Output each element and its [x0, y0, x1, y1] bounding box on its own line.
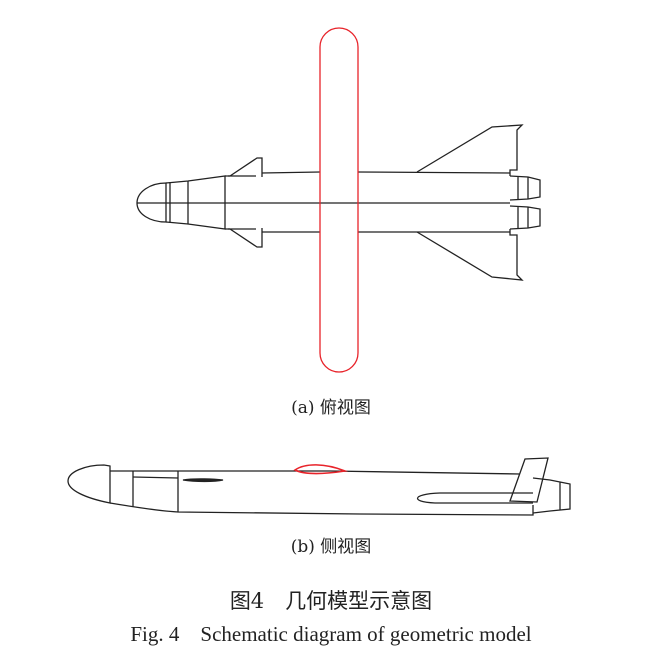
rear-fin-top — [416, 124, 524, 176]
side-wing-airfoil-red — [293, 464, 349, 475]
rear-fin-bottom — [416, 229, 524, 281]
front-fin-bottom — [228, 228, 263, 248]
side-tail-fin — [509, 457, 549, 503]
main-wing-red — [319, 27, 359, 373]
side-nose-cap — [67, 464, 111, 504]
fuselage-bottom — [225, 228, 510, 233]
figure-title-english: Fig. 4 Schematic diagram of geometric mo… — [130, 622, 532, 646]
nozzle-bottom — [509, 205, 541, 230]
caption-top-view: (a) 俯视图 — [291, 398, 371, 418]
side-fuselage — [109, 470, 534, 516]
fuselage-top — [225, 171, 511, 177]
side-strake — [182, 478, 224, 483]
nozzle-top — [509, 175, 541, 201]
caption-side-view: (b) 侧视图 — [290, 537, 372, 557]
side-nozzle — [532, 477, 571, 514]
figure-title-chinese: 图4 几何模型示意图 — [229, 589, 433, 613]
side-view-drawing — [67, 457, 571, 516]
side-panel-line — [132, 476, 179, 479]
front-fin-top — [228, 157, 263, 177]
top-view-drawing — [136, 27, 541, 373]
side-rear-fin-oval — [417, 492, 533, 504]
